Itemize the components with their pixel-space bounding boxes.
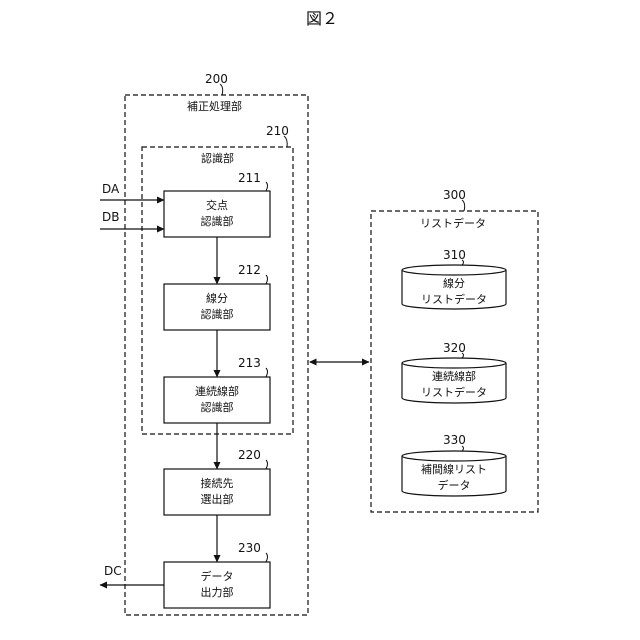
database-310-line2: リストデータ xyxy=(421,292,487,308)
database-310: 線分 リストデータ xyxy=(402,276,506,308)
database-330-line1: 補間線リスト xyxy=(421,462,487,478)
block-211-number: 211 xyxy=(238,172,261,184)
leader-230 xyxy=(266,553,268,562)
leader-220 xyxy=(266,460,268,469)
block-211: 交点 認識部 xyxy=(164,191,270,237)
block-230-number: 230 xyxy=(238,542,261,554)
database-320-line1: 連続線部 xyxy=(432,369,476,385)
block-212-number: 212 xyxy=(238,264,261,276)
correction-unit-label: 補正処理部 xyxy=(187,101,242,112)
block-220-line2: 選出部 xyxy=(201,492,234,508)
database-330: 補間線リスト データ xyxy=(402,462,506,494)
block-212-line2: 認識部 xyxy=(201,307,234,323)
block-211-line2: 認識部 xyxy=(201,214,234,230)
database-320-line2: リストデータ xyxy=(421,385,487,401)
database-320-number: 320 xyxy=(443,342,466,354)
leader-212 xyxy=(266,275,268,284)
list-data-label: リストデータ xyxy=(420,218,486,229)
database-310-number: 310 xyxy=(443,249,466,261)
block-230: データ 出力部 xyxy=(164,562,270,608)
block-213: 連続線部 認識部 xyxy=(164,377,270,423)
database-330-number: 330 xyxy=(443,434,466,446)
correction-unit-number: 200 xyxy=(205,73,228,85)
block-220-number: 220 xyxy=(238,449,261,461)
block-213-number: 213 xyxy=(238,357,261,369)
recognition-unit-label: 認識部 xyxy=(201,153,234,164)
block-220-line1: 接続先 xyxy=(201,476,234,492)
database-330-line2: データ xyxy=(438,478,471,494)
figure-title: 図２ xyxy=(306,11,338,27)
block-212: 線分 認識部 xyxy=(164,284,270,330)
block-213-line2: 認識部 xyxy=(201,400,234,416)
output-dc-label: DC xyxy=(104,565,122,577)
block-211-line1: 交点 xyxy=(206,198,228,214)
database-310-line1: 線分 xyxy=(443,276,465,292)
block-213-line1: 連続線部 xyxy=(195,384,239,400)
input-db-label: DB xyxy=(102,211,119,223)
block-230-line2: 出力部 xyxy=(201,585,234,601)
block-212-line1: 線分 xyxy=(206,291,228,307)
database-320: 連続線部 リストデータ xyxy=(402,369,506,401)
block-230-line1: データ xyxy=(201,569,234,585)
block-220: 接続先 選出部 xyxy=(164,469,270,515)
list-data-number: 300 xyxy=(443,189,466,201)
input-da-label: DA xyxy=(102,183,119,195)
leader-213 xyxy=(266,368,268,377)
leader-211 xyxy=(266,182,268,191)
recognition-unit-number: 210 xyxy=(266,125,289,137)
